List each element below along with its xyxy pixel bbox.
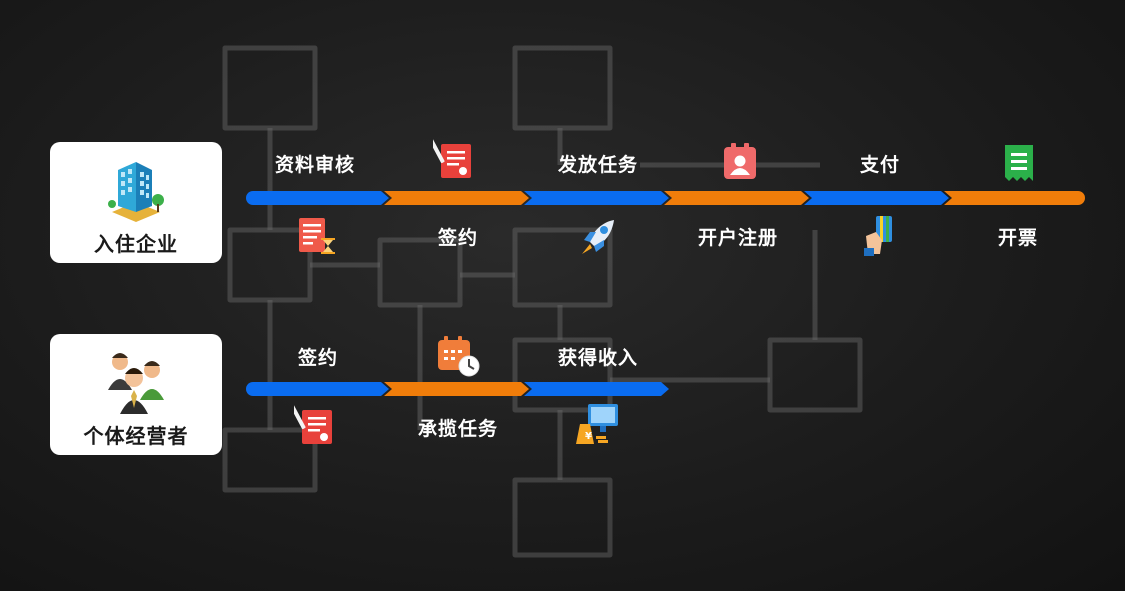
step-label-sign: 签约 [297,347,338,369]
step-label-pay: 支付 [859,154,900,176]
step-label-earn-income: 获得收入 [557,347,638,369]
rocket-icon [582,220,614,254]
card-payment-icon [864,216,892,256]
step-label-issue-task: 发放任务 [557,154,638,176]
svg-text:¥: ¥ [585,431,592,442]
invoice-receipt-icon [1005,145,1033,181]
signed-contract-icon [433,138,471,178]
document-hourglass-icon [299,218,335,254]
timeline-segment-2 [384,191,529,205]
income-monitor-icon: ¥ [576,404,618,444]
category-label: 入住企业 [94,232,178,256]
category-card-individual: 个体经营者 [50,334,222,455]
step-label-account-register: 开户注册 [697,227,778,249]
step-label-document-review: 资料审核 [274,154,355,176]
category-label: 个体经营者 [83,424,189,448]
calendar-clock-icon [438,336,480,377]
timeline-segment-5 [804,191,949,205]
timeline-segment-2 [384,382,529,396]
timeline-segment-6 [944,191,1085,205]
step-label-invoice: 开票 [997,227,1038,249]
timeline-segment-4 [664,191,809,205]
category-card-enterprise: 入住企业 [50,142,222,263]
signed-contract-icon [294,404,332,444]
step-label-sign: 签约 [437,227,478,249]
id-badge-icon [724,143,756,179]
timeline-segment-1 [246,382,389,396]
timeline-segment-1 [246,191,389,205]
step-label-undertake-task: 承揽任务 [417,418,498,440]
office-building-icon [108,162,164,222]
timeline-segment-3 [524,191,669,205]
business-people-icon [108,353,164,414]
timeline-segment-3 [524,382,669,396]
